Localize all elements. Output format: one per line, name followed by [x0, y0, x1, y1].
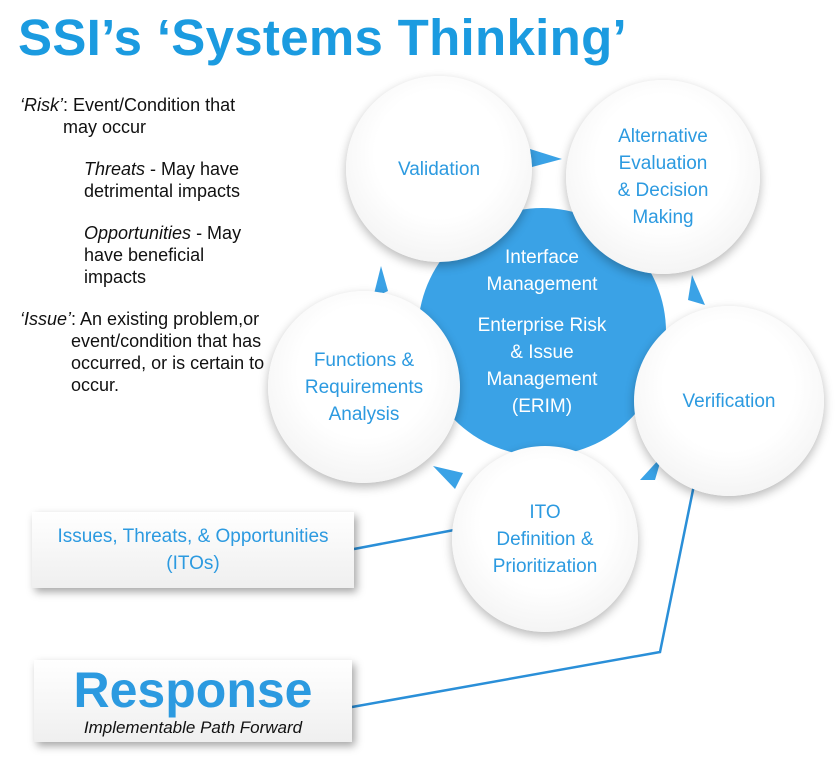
interface-management-label: Interface Management: [486, 247, 598, 295]
verification-label: Verification: [682, 390, 776, 412]
issue-definition: ‘Issue’ : An existing problem,or event/c…: [20, 308, 270, 396]
alternative-evaluation-label: Alternative Evaluation & Decision Making: [617, 126, 709, 228]
cycle-arrow-functions-to-validation: [373, 266, 388, 298]
risk-body: : Event/Condition that may occur: [63, 95, 236, 137]
cycle-arrow-alternative-to-verification: [688, 275, 705, 305]
erim-label: Enterprise Risk & Issue Management (ERIM…: [477, 315, 607, 417]
functions-requirements-label: Functions & Requirements Analysis: [304, 349, 424, 425]
issue-term: ‘Issue’: [20, 309, 72, 329]
opportunities-term: Opportunities: [84, 223, 192, 243]
response-connector-line: [351, 479, 697, 709]
page-title: SSI’s ‘Systems Thinking’: [18, 9, 627, 66]
ito-definition-label: ITO Definition & Prioritization: [492, 501, 598, 577]
validation-label: Validation: [397, 158, 481, 180]
itos-label: Issues, Threats, & Opportunities (ITOs): [57, 526, 329, 574]
response-box: Response Implementable Path Forward: [34, 660, 352, 742]
alternative-evaluation-circle: Alternative Evaluation & Decision Making: [566, 80, 760, 274]
functions-requirements-circle: Functions & Requirements Analysis: [268, 291, 460, 483]
risk-definition: ‘Risk’ : Event/Condition that may occur: [20, 94, 270, 138]
ito-connector-line: [353, 525, 471, 551]
response-subtitle: Implementable Path Forward: [83, 718, 303, 737]
threats-definition: Threats - May have detrimental impacts: [84, 158, 270, 202]
ito-definition-circle: ITO Definition & Prioritization: [452, 446, 638, 632]
risk-term: ‘Risk’: [20, 95, 63, 115]
opportunities-definition: Opportunities - May have beneficial impa…: [84, 222, 270, 288]
threats-term: Threats: [84, 159, 146, 179]
issue-body: : An existing problem,or event/condition…: [71, 309, 265, 395]
definitions-panel: ‘Risk’ : Event/Condition that may occur …: [20, 94, 270, 396]
cycle-arrow-ito-to-functions: [433, 466, 463, 489]
itos-box: Issues, Threats, & Opportunities (ITOs): [32, 512, 354, 588]
threats-body: - May have detrimental impacts: [84, 159, 241, 201]
response-title: Response: [73, 662, 313, 718]
verification-circle: Verification: [634, 306, 824, 496]
validation-circle: Validation: [346, 76, 532, 262]
cycle-arrow-validation-to-alternative: [530, 149, 562, 167]
opportunities-body: - May have beneficial impacts: [84, 223, 242, 287]
